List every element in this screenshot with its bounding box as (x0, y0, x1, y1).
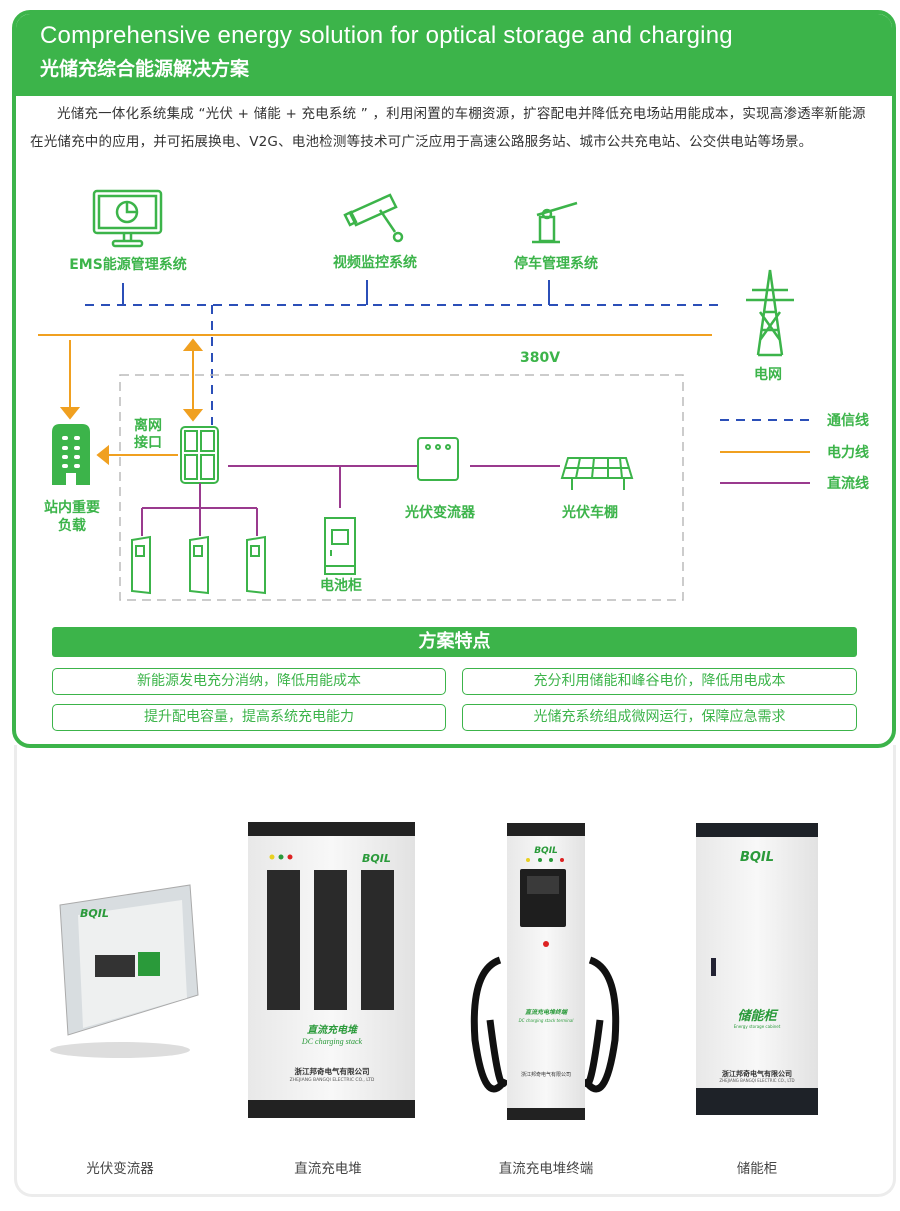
feature-item: 光储充系统组成微网运行，保障应急需求 (462, 704, 857, 731)
battery-cabinet-icon (324, 517, 356, 575)
title-en: Comprehensive energy solution for optica… (40, 22, 733, 49)
pv-inverter-icon (417, 437, 459, 481)
offgrid-label-2: 接口 (134, 434, 162, 451)
video-label: 视频监控系统 (333, 254, 417, 271)
products-section (14, 745, 896, 1197)
parking-barrier-icon (532, 201, 578, 244)
product-label-terminal: 直流充电堆终端 (498, 1161, 594, 1177)
features-title: 方案特点 (52, 627, 857, 657)
pv-carport-label: 光伏车棚 (561, 504, 618, 521)
ems-monitor-icon (92, 189, 163, 248)
product-label-storage-cabinet: 储能柜 (736, 1161, 778, 1177)
communication-lines (85, 280, 725, 425)
voltage-label: 380V (520, 350, 560, 366)
feature-item: 新能源发电充分消纳，降低用能成本 (52, 668, 446, 695)
charger-icons (131, 535, 266, 595)
load-label-1: 站内重要 (44, 499, 100, 516)
battery-label: 电池柜 (320, 577, 362, 594)
solution-card: Comprehensive energy solution for optica… (12, 10, 896, 748)
title-cn: 光储充综合能源解决方案 (40, 58, 250, 80)
power-arrows (59, 338, 204, 466)
product-label-pv-inverter: 光伏变流器 (86, 1161, 154, 1177)
feature-item: 充分利用储能和峰谷电价，降低用电成本 (462, 668, 857, 695)
ems-label: EMS能源管理系统 (69, 256, 187, 273)
offgrid-label-1: 离网 (134, 417, 162, 434)
legend-power: 电力线 (827, 444, 869, 461)
power-tower-icon (746, 269, 794, 357)
load-label-2: 负载 (58, 517, 86, 534)
legend-communication: 通信线 (827, 412, 869, 429)
parking-label: 停车管理系统 (514, 255, 598, 272)
feature-item: 提升配电容量，提高系统充电能力 (52, 704, 446, 731)
header: Comprehensive energy solution for optica… (16, 14, 892, 96)
legend-dc: 直流线 (827, 475, 869, 492)
product-label-charging-stack: 直流充电堆 (294, 1161, 362, 1177)
solar-panel-icon (560, 457, 634, 490)
legend: 通信线 电力线 直流线 (720, 412, 869, 492)
microgrid-boundary (119, 374, 684, 601)
building-load-icon (52, 424, 90, 485)
grid-label: 电网 (754, 366, 782, 383)
intro-paragraph: 光储充一体化系统集成 “光伏 + 储能 + 充电系统 ” ，利用闲置的车棚资源，… (30, 106, 866, 150)
system-diagram: EMS能源管理系统 视频监控系统 停车管理系统 380V 电网 站内重要 负载 … (38, 189, 869, 601)
camera-icon (343, 193, 404, 243)
dc-lines (141, 465, 560, 536)
pv-inverter-label: 光伏变流器 (404, 504, 476, 521)
storage-converter-icon (180, 426, 219, 484)
